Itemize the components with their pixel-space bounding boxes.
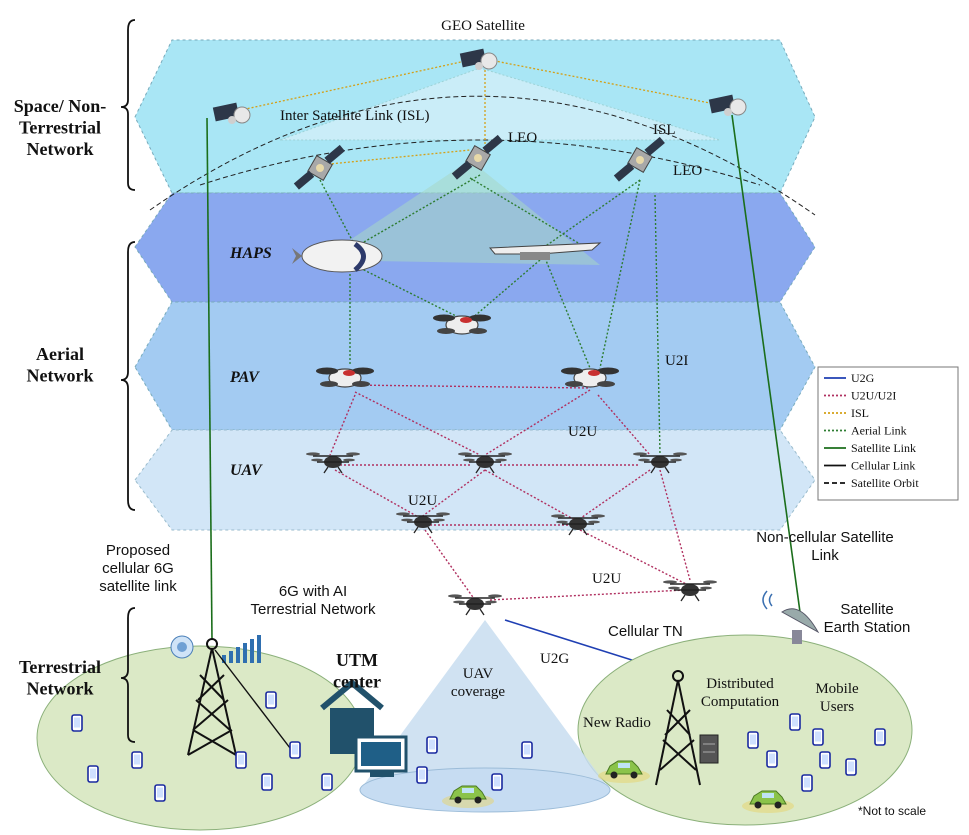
haps-airship-icon — [292, 239, 383, 273]
legend-item: Satellite Link — [824, 441, 916, 455]
legend-item: Aerial Link — [824, 424, 907, 438]
legend-label: U2U/U2I — [851, 389, 896, 403]
uav-coverage-cone — [360, 620, 610, 790]
leo-label-2: LEO — [673, 163, 702, 179]
mobile-phone-icon — [747, 731, 759, 749]
satellite-orbit-leo — [199, 139, 761, 186]
u2u-label-3: U2U — [592, 571, 621, 587]
cell-tower-right-icon — [655, 670, 701, 786]
cellular-link — [214, 649, 291, 749]
u2g-label: U2G — [540, 651, 569, 667]
u2u-label-1: U2U — [568, 424, 597, 440]
isl-long-label: Inter Satellite Link (ISL) — [280, 108, 430, 124]
leo-label-1: LEO — [508, 130, 537, 146]
proposed-satellite-link — [206, 117, 213, 641]
legend-item: U2G — [824, 371, 875, 385]
legend-item: ISL — [824, 406, 869, 420]
mobile-phone-icon — [874, 728, 886, 746]
satellite-dish-icon — [762, 590, 820, 644]
mobile-phone-icon — [789, 713, 801, 731]
mobile-phone-icon — [321, 773, 333, 791]
server-icon — [699, 734, 719, 764]
mobile-phone-icon — [521, 741, 533, 759]
legend-label: ISL — [851, 406, 869, 420]
u2u-label-2: U2U — [408, 493, 437, 509]
ai-brain-icon — [170, 635, 194, 659]
haps-aircraft-icon — [488, 242, 602, 260]
u2i-label: U2I — [665, 353, 688, 369]
mobile-phone-icon — [235, 751, 247, 769]
uav-drone-icon — [447, 593, 503, 616]
utm-center-icon — [320, 679, 408, 777]
haps-tier-label: HAPS — [229, 245, 272, 262]
isl-plane — [279, 67, 721, 141]
new-radio-label: New Radio — [583, 715, 651, 731]
uav-layer-band — [134, 429, 816, 531]
geo-satellite-label: GEO Satellite — [441, 18, 525, 34]
cell-tower-left-icon — [187, 638, 237, 756]
legend-item: Satellite Orbit — [824, 476, 919, 490]
mobile-phone-icon — [801, 774, 813, 792]
satellite-orbit-geo — [149, 95, 816, 216]
mobile-phone-icon — [426, 736, 438, 754]
mobile-phone-icon — [289, 741, 301, 759]
signal-bars-icon — [222, 635, 261, 663]
cellular-tn-label: Cellular TN — [608, 623, 683, 640]
mobile-phone-icon — [491, 773, 503, 791]
mobile-phone-icon — [812, 728, 824, 746]
terrestrial-region-right — [577, 634, 913, 826]
isl-label: ISL — [653, 122, 676, 138]
aerial-links — [319, 174, 661, 456]
legend-label: Satellite Orbit — [851, 476, 919, 490]
mobile-phone-icon — [87, 765, 99, 783]
pav-tier-label: PAV — [229, 369, 260, 386]
mobile-phone-icon — [261, 773, 273, 791]
legend-label: Cellular Link — [851, 459, 915, 473]
isl-links — [231, 59, 721, 166]
mobile-phone-icon — [71, 714, 83, 732]
mobile-phone-icon — [845, 758, 857, 776]
legend-label: Aerial Link — [851, 424, 907, 438]
legend-label: U2G — [851, 371, 875, 385]
leo-coverage-cone — [320, 160, 600, 265]
uav-tier-label: UAV — [230, 462, 263, 479]
noncellular-satellite-link — [731, 114, 801, 613]
mobile-phone-icon — [819, 751, 831, 769]
legend-item: Cellular Link — [824, 459, 915, 473]
mobile-phone-icon — [766, 750, 778, 768]
mobile-phone-icon — [154, 784, 166, 802]
legend-label: Satellite Link — [851, 441, 916, 455]
mobile-phone-icon — [416, 766, 428, 784]
layer-brackets — [120, 19, 136, 743]
legend-item: U2U/U2I — [824, 389, 896, 403]
mobile-phone-icon — [131, 751, 143, 769]
not-to-scale-note: *Not to scale — [858, 804, 926, 818]
mobile-phone-icon — [265, 691, 277, 709]
u2u-links — [329, 384, 691, 601]
